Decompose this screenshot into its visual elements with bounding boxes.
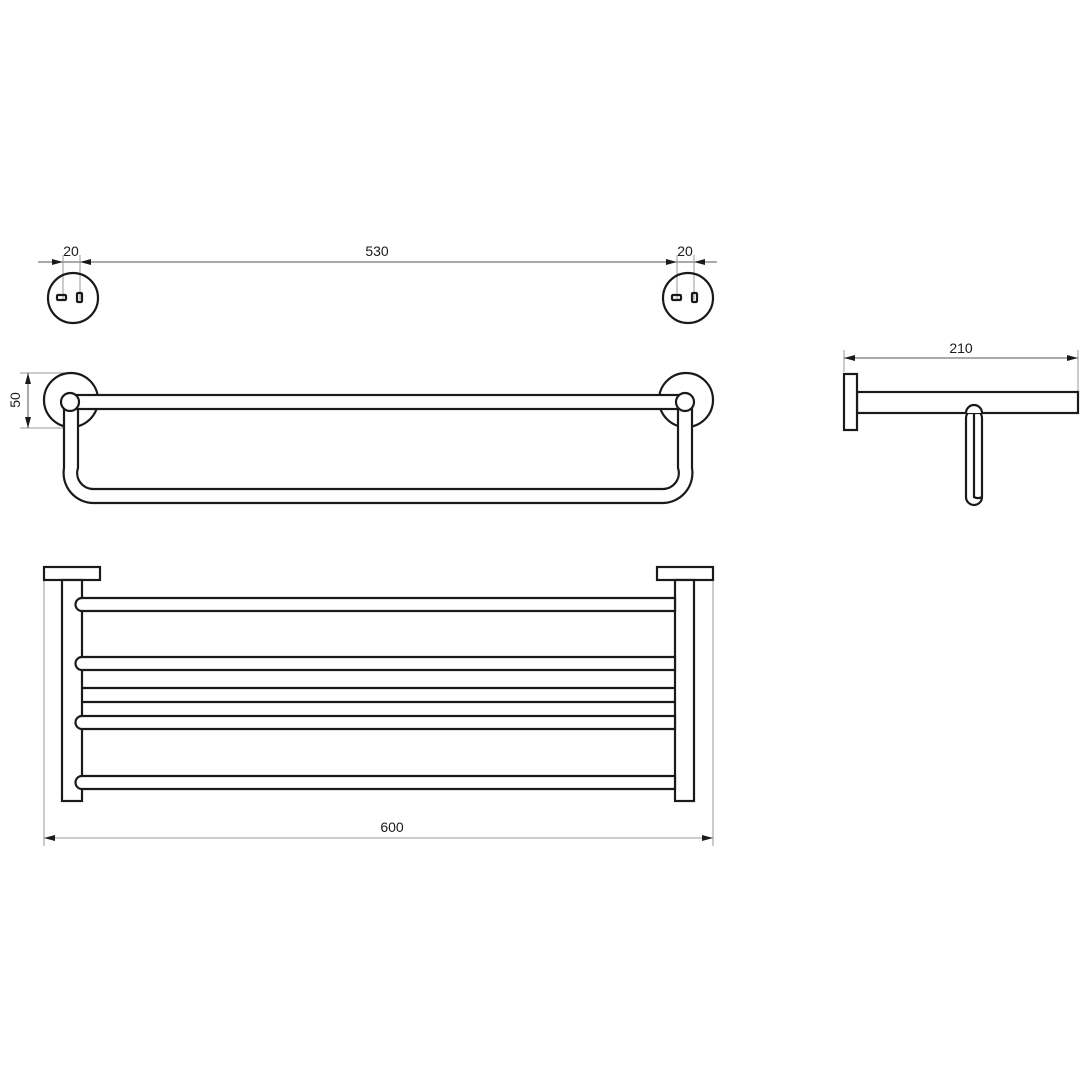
arrow xyxy=(44,835,55,841)
shelf-bar xyxy=(74,774,677,791)
side-view: 210 xyxy=(842,340,1080,507)
arrow xyxy=(702,835,713,841)
screw-slot xyxy=(55,293,68,302)
plan-view: 50 xyxy=(7,371,715,505)
front-elevation: 600 xyxy=(42,565,715,846)
mount-plate-right xyxy=(661,271,715,325)
rod-joint xyxy=(964,403,984,414)
top-rail xyxy=(69,393,687,411)
screw-slot xyxy=(670,293,683,302)
wall-plate-left xyxy=(42,565,102,582)
dimension-label-600: 600 xyxy=(380,819,404,835)
mount-plate-left xyxy=(46,271,100,325)
arrow xyxy=(25,417,31,428)
screw-slot xyxy=(690,291,699,304)
arrow xyxy=(666,259,677,265)
u-shaped-rail xyxy=(62,402,694,505)
shelf-bar xyxy=(74,655,677,672)
top-view: 20 530 20 xyxy=(38,243,717,325)
dimension-label-210: 210 xyxy=(949,340,973,356)
wall-plate-right xyxy=(655,565,715,582)
arrow xyxy=(694,259,705,265)
dimension-label-right-20: 20 xyxy=(677,243,693,259)
arrow xyxy=(844,355,855,361)
shelf-bar xyxy=(74,596,677,613)
shelf-bar xyxy=(74,714,677,731)
rail-end-left xyxy=(59,391,81,413)
rail-end-right xyxy=(674,391,696,413)
screw-slot xyxy=(75,291,84,304)
hanging-rod xyxy=(964,408,984,507)
support-post-right xyxy=(673,578,696,803)
dimension-label-530: 530 xyxy=(365,243,389,259)
arrow xyxy=(25,373,31,384)
arrow xyxy=(80,259,91,265)
dimension-label-50: 50 xyxy=(7,392,23,408)
dimension-label-left-20: 20 xyxy=(63,243,79,259)
arrow xyxy=(1067,355,1078,361)
support-post-left xyxy=(60,578,84,803)
side-mount-plate xyxy=(842,372,859,432)
arrow xyxy=(52,259,63,265)
